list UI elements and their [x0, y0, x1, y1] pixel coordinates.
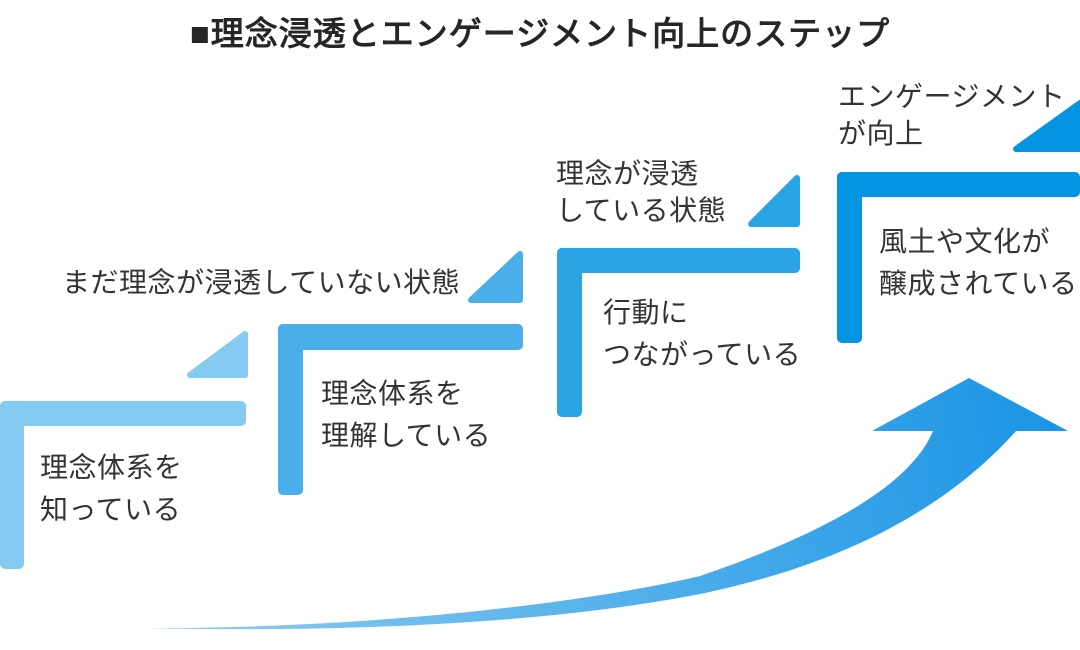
step2-horizontal-bar — [278, 324, 523, 350]
stage-label-not-penetrated: まだ理念が浸透していない状態 — [62, 264, 460, 301]
step3-label-line2: つながっている — [603, 339, 802, 370]
page-title: ■理念浸透とエンゲージメント向上のステップ — [189, 15, 891, 52]
step1-label-line1: 理念体系を — [40, 452, 183, 483]
stage-label-penetrated-line1: 理念が浸透 — [556, 158, 699, 189]
step3-label-line1: 行動に — [603, 297, 689, 328]
stage-label-engagement-line1: エンゲージメント — [838, 81, 1066, 112]
step2-label-line2: 理解している — [321, 420, 492, 451]
step1-label-line2: 知っている — [40, 494, 182, 525]
step3-label: 行動に つながっている — [603, 292, 801, 376]
stage-label-not-penetrated-text: まだ理念が浸透していない状態 — [62, 267, 461, 298]
stage-label-engagement-line2: が向上 — [838, 118, 924, 149]
step4-vertical-bar — [837, 172, 862, 343]
stage-label-penetrated: 理念が浸透 している状態 — [556, 155, 726, 229]
step2-vertical-bar — [278, 324, 303, 495]
step1-label: 理念体系を 知っている — [40, 447, 183, 531]
step2-corner-triangle-stroke — [468, 251, 523, 303]
step1-vertical-bar — [0, 401, 24, 569]
step2-label: 理念体系を 理解している — [321, 373, 491, 457]
step3-horizontal-bar — [557, 248, 800, 273]
step4-horizontal-bar — [837, 172, 1080, 197]
growth-arrow-shaft — [145, 431, 1016, 630]
stage-label-engagement: エンゲージメント が向上 — [838, 78, 1065, 152]
stage-label-penetrated-line2: している状態 — [556, 195, 727, 226]
step4-corner-triangle-stroke — [1013, 100, 1080, 152]
step3-corner-triangle-stroke — [748, 175, 800, 227]
growth-arrow-head — [872, 378, 1068, 431]
step4-label-line1: 風土や文化が — [879, 226, 1051, 257]
step1-horizontal-bar — [0, 401, 246, 426]
step4-label-line2: 醸成されている — [879, 268, 1078, 299]
step4-label: 風土や文化が 醸成されている — [879, 221, 1078, 305]
step2-label-line1: 理念体系を — [321, 378, 464, 409]
step1-corner-triangle-stroke — [187, 331, 248, 378]
step3-vertical-bar — [557, 248, 582, 417]
